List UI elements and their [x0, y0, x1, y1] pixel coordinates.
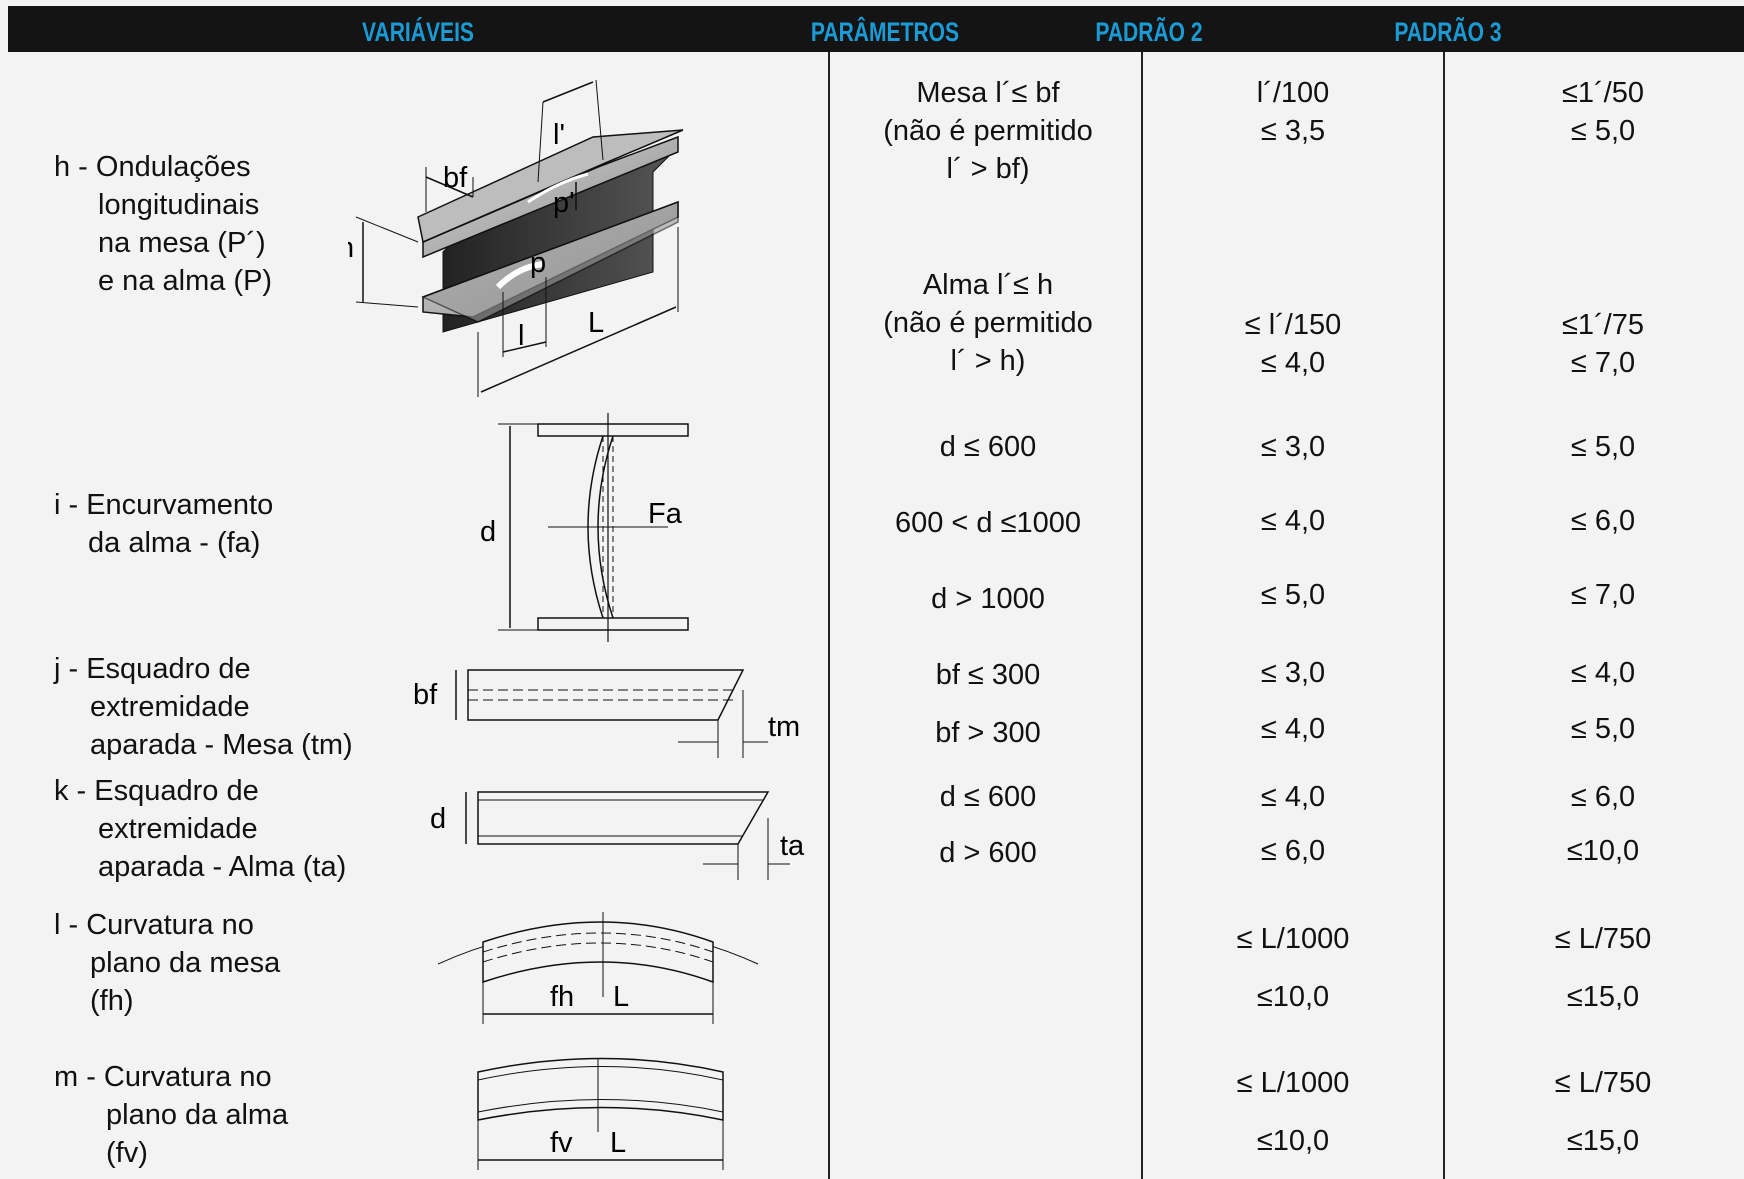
- row-j-p3-1: ≤ 4,0: [1570, 657, 1636, 689]
- row-m-p2-1: ≤ L/1000: [1236, 1067, 1350, 1099]
- row-j-label-1: j - Esquadro de: [54, 653, 251, 685]
- diagram-l-label-L: L: [613, 981, 629, 1013]
- row-i-p2-3: ≤ 5,0: [1260, 579, 1326, 611]
- row-i-param-3: d > 1000: [931, 583, 1045, 615]
- header-variaveis: VARIÁVEIS: [362, 17, 474, 47]
- row-h-param-5: (não é permitido: [883, 307, 1093, 339]
- row-h-label-4: e na alma (P): [98, 265, 273, 297]
- header-padrao-2: PADRÃO 2: [1095, 17, 1203, 47]
- table-row-j: j - Esquadro de extremidade aparada - Me…: [8, 646, 1744, 770]
- row-j-param-2: bf > 300: [935, 717, 1041, 749]
- column-divider-1: [828, 52, 830, 1179]
- row-h-p3-2: ≤ 5,0: [1570, 115, 1636, 147]
- row-l-p3-1: ≤ L/750: [1554, 923, 1652, 955]
- row-k-param-1: d ≤ 600: [939, 781, 1037, 813]
- row-h-param-3: l´ > bf): [946, 153, 1030, 185]
- row-l-diagram: fh L: [438, 912, 759, 1024]
- diagram-k-label-ta: ta: [780, 830, 805, 862]
- diagram-i-label-d: d: [480, 516, 496, 548]
- row-k-p2-2: ≤ 6,0: [1260, 835, 1326, 867]
- row-l-p3-2: ≤15,0: [1566, 981, 1640, 1013]
- row-h-label-2: longitudinais: [98, 189, 260, 221]
- row-m-diagram: fv L: [477, 1057, 724, 1170]
- row-h-p2-1: l´/100: [1256, 77, 1330, 109]
- row-j-p2-2: ≤ 4,0: [1260, 713, 1326, 745]
- row-i-p3-1: ≤ 5,0: [1570, 431, 1636, 463]
- row-h-p3-3: ≤1´/75: [1561, 309, 1644, 341]
- row-l-label-1: l - Curvatura no: [54, 909, 254, 941]
- table-row-l: l - Curvatura no plano da mesa (fh) fh L…: [8, 892, 1744, 1042]
- row-h-label-3: na mesa (P´): [98, 227, 266, 259]
- diagram-h-label-l: l: [518, 320, 524, 352]
- row-j-diagram: bf tm: [413, 669, 800, 758]
- tolerance-table: VARIÁVEIS PARÂMETROS PADRÃO 2 PADRÃO 3 h…: [8, 6, 1744, 1179]
- table-row-m: m - Curvatura no plano da alma (fv) fv L…: [8, 1040, 1744, 1179]
- row-l-p2-1: ≤ L/1000: [1236, 923, 1350, 955]
- row-l-label-3: (fh): [90, 985, 134, 1017]
- diagram-l-label-fh: fh: [550, 981, 574, 1013]
- diagram-h-label-pprime: p': [553, 187, 575, 219]
- row-h-param-6: l´ > h): [950, 345, 1026, 377]
- row-k-label-1: k - Esquadro de: [54, 775, 259, 807]
- row-j-param-1: bf ≤ 300: [935, 659, 1041, 691]
- row-i-param-1: d ≤ 600: [939, 431, 1037, 463]
- row-i-p3-3: ≤ 7,0: [1570, 579, 1636, 611]
- table-row-k: k - Esquadro de extremidade aparada - Al…: [8, 768, 1744, 894]
- row-l-p2-2: ≤10,0: [1256, 981, 1330, 1013]
- row-m-p2-2: ≤10,0: [1256, 1125, 1330, 1157]
- diagram-j-label-tm: tm: [768, 711, 800, 743]
- header-padrao-3: PADRÃO 3: [1394, 17, 1502, 47]
- row-j-p3-2: ≤ 5,0: [1570, 713, 1636, 745]
- row-h-p3-1: ≤1´/50: [1561, 77, 1644, 109]
- row-i-p2-2: ≤ 4,0: [1260, 505, 1326, 537]
- row-j-label-2: extremidade: [90, 691, 250, 723]
- row-k-param-2: d > 600: [939, 837, 1037, 869]
- row-h-diagram: l' bf p' h p l L: [348, 79, 684, 397]
- row-h-p3-4: ≤ 7,0: [1570, 347, 1636, 379]
- column-divider-2: [1141, 52, 1143, 1179]
- diagram-h-label-bf: bf: [443, 162, 468, 194]
- row-l-label-2: plano da mesa: [90, 947, 281, 979]
- row-h-p2-2: ≤ 3,5: [1260, 115, 1326, 147]
- row-m-label-3: (fv): [106, 1137, 148, 1169]
- row-h-param-1: Mesa l´≤ bf: [916, 77, 1060, 109]
- row-h-p2-3: ≤ l´/150: [1244, 309, 1342, 341]
- row-h-p2-4: ≤ 4,0: [1260, 347, 1326, 379]
- row-k-p3-1: ≤ 6,0: [1570, 781, 1636, 813]
- diagram-i-label-fa: Fa: [648, 498, 683, 530]
- row-i-param-2: 600 < d ≤1000: [894, 507, 1082, 539]
- row-k-p2-1: ≤ 4,0: [1260, 781, 1326, 813]
- row-i-p2-1: ≤ 3,0: [1260, 431, 1326, 463]
- row-i-label-2: da alma - (fa): [88, 527, 261, 559]
- table-header: VARIÁVEIS PARÂMETROS PADRÃO 2 PADRÃO 3: [8, 6, 1744, 52]
- diagram-k-label-d: d: [430, 803, 446, 835]
- table-row-h: h - Ondulações longitudinais na mesa (P´…: [8, 52, 1744, 406]
- row-k-diagram: d ta: [430, 791, 805, 880]
- row-j-label-3: aparada - Mesa (tm): [90, 729, 353, 761]
- diagram-h-label-p: p: [530, 247, 546, 279]
- row-j-p2-1: ≤ 3,0: [1260, 657, 1326, 689]
- row-h-param-2: (não é permitido: [883, 115, 1093, 147]
- diagram-m-label-fv: fv: [550, 1127, 573, 1159]
- header-parametros: PARÂMETROS: [810, 17, 960, 47]
- row-h-param-4: Alma l´≤ h: [922, 269, 1054, 301]
- row-i-label-1: i - Encurvamento: [54, 489, 274, 521]
- row-m-p3-1: ≤ L/750: [1554, 1067, 1652, 1099]
- row-i-diagram: d Fa: [480, 413, 689, 642]
- row-m-label-2: plano da alma: [106, 1099, 289, 1131]
- row-i-p3-2: ≤ 6,0: [1570, 505, 1636, 537]
- diagram-h-label-h: h: [348, 232, 354, 264]
- row-k-label-3: aparada - Alma (ta): [98, 851, 347, 883]
- row-k-label-2: extremidade: [98, 813, 258, 845]
- column-divider-3: [1443, 52, 1445, 1179]
- diagram-h-label-lprime: l': [553, 119, 565, 151]
- diagram-h-label-L: L: [588, 307, 604, 339]
- table-row-i: i - Encurvamento da alma - (fa) d Fa d ≤…: [8, 404, 1744, 648]
- row-m-label-1: m - Curvatura no: [54, 1061, 272, 1093]
- row-h-label-1: h - Ondulações: [54, 151, 251, 183]
- row-k-p3-2: ≤10,0: [1566, 835, 1640, 867]
- row-m-p3-2: ≤15,0: [1566, 1125, 1640, 1157]
- diagram-j-label-bf: bf: [413, 679, 438, 711]
- diagram-m-label-L: L: [610, 1127, 626, 1159]
